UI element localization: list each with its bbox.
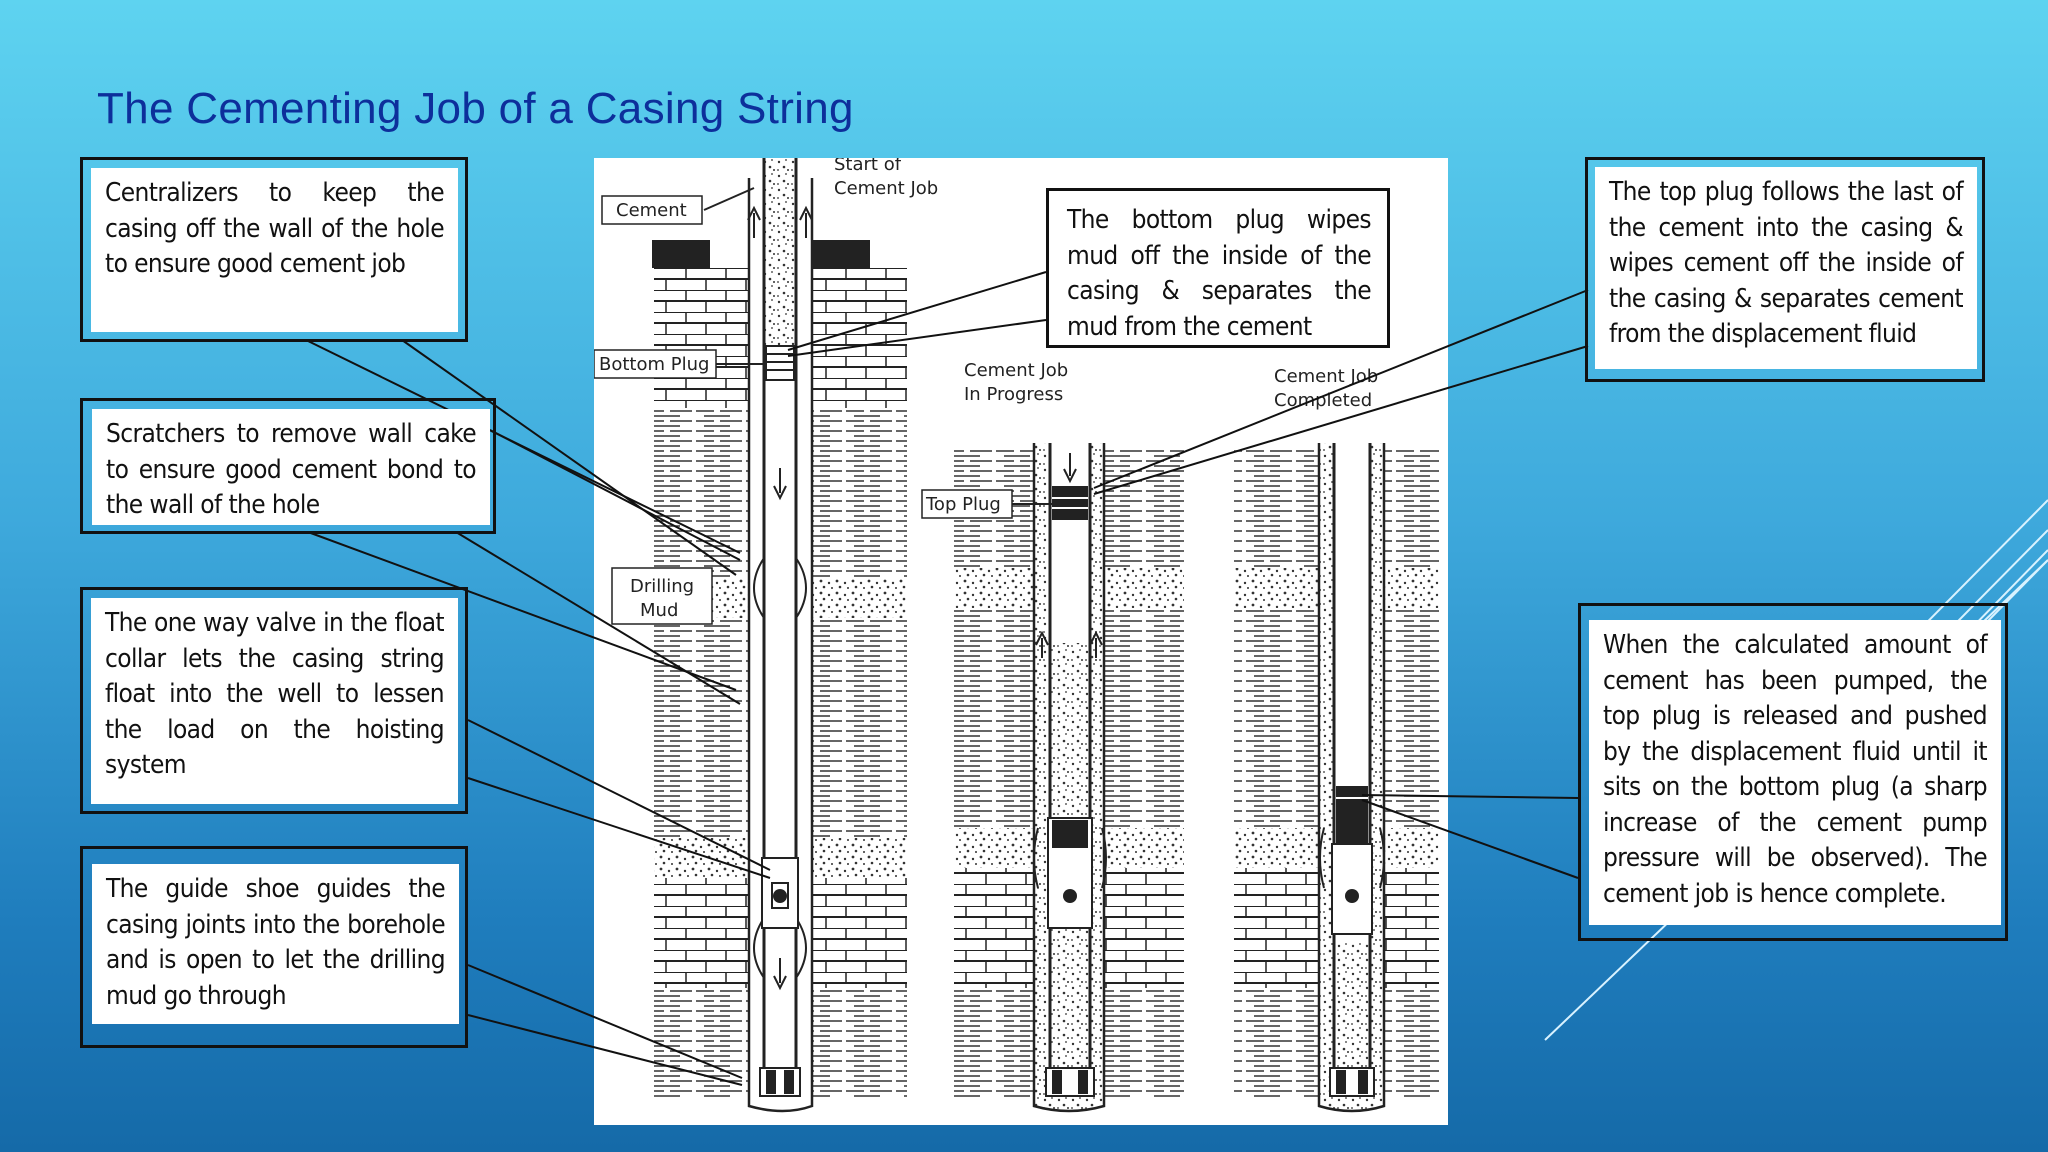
- callout-centralizers: Centralizers to keep the casing off the …: [80, 157, 468, 342]
- callout-centralizers-text: Centralizers to keep the casing off the …: [91, 168, 458, 332]
- callout-complete-text: When the calculated amount of cement has…: [1589, 620, 2001, 925]
- well-completed-labels: Cement Job Completed: [1274, 366, 1378, 411]
- cement-label: Cement: [616, 200, 687, 221]
- callout-top-plug-text: The top plug follows the last of the cem…: [1595, 167, 1977, 369]
- drilling-mud-label-2: Mud: [640, 600, 678, 621]
- completed-label-1: Cement Job: [1274, 366, 1378, 387]
- callout-scratchers: Scratchers to remove wall cake to ensure…: [80, 398, 496, 534]
- top-plug-label: Top Plug: [925, 494, 1001, 515]
- well-start: [652, 158, 907, 1113]
- completed-label-2: Completed: [1274, 390, 1372, 411]
- well-completed: [1234, 443, 1439, 1113]
- well-progress: [954, 443, 1184, 1113]
- callout-scratchers-text: Scratchers to remove wall cake to ensure…: [92, 409, 490, 525]
- in-progress-label-1: Cement Job: [964, 360, 1068, 381]
- callout-bottom-plug: The bottom plug wipes mud off the inside…: [1046, 188, 1390, 348]
- start-cement-job-2: Cement Job: [834, 178, 938, 199]
- callout-top-plug: The top plug follows the last of the cem…: [1585, 157, 1985, 382]
- start-cement-job-1: Start of: [834, 158, 902, 175]
- in-progress-label-2: In Progress: [964, 384, 1063, 405]
- slide-title: The Cementing Job of a Casing String: [97, 84, 854, 133]
- callout-complete: When the calculated amount of cement has…: [1578, 603, 2008, 941]
- callout-guide-shoe: The guide shoe guides the casing joints …: [80, 846, 468, 1048]
- drilling-mud-label-1: Drilling: [630, 576, 694, 597]
- well-progress-labels: Cement Job In Progress Top Plug: [921, 360, 1068, 519]
- callout-guide-shoe-text: The guide shoe guides the casing joints …: [92, 864, 459, 1024]
- callout-bottom-plug-text: The bottom plug wipes mud off the inside…: [1053, 195, 1385, 343]
- callout-float-collar: The one way valve in the float collar le…: [80, 587, 468, 814]
- bottom-plug-label: Bottom Plug: [599, 354, 709, 375]
- callout-float-collar-text: The one way valve in the float collar le…: [91, 598, 458, 804]
